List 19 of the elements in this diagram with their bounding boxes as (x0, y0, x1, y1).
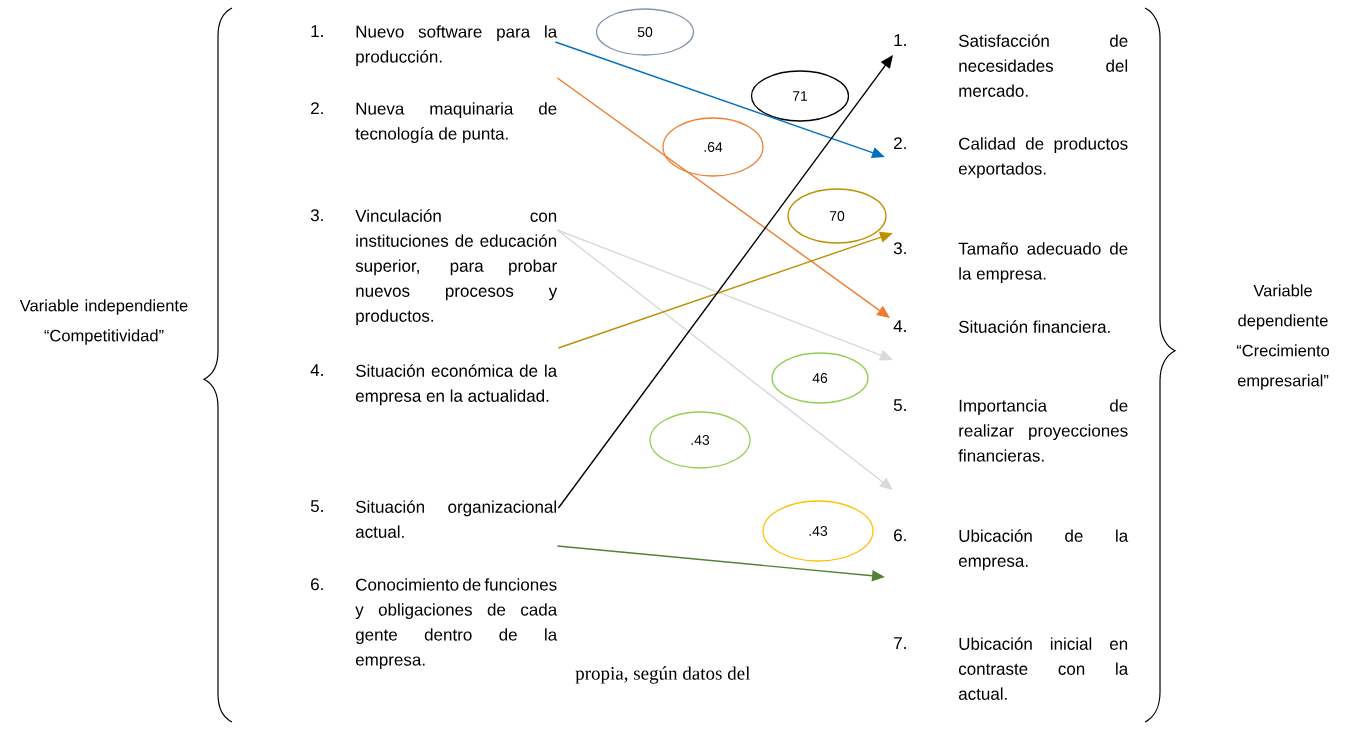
list-item: 3. Vinculación con instituciones de educación superior, para probar nuevos procesos y productos. (310, 209, 558, 326)
list-item: 1. Satisfacción de necesidades del mercado. (894, 34, 1128, 97)
list-item: 1. Nuevo software para la producción. (311, 25, 558, 67)
arrow (557, 55, 893, 509)
list-item: 4. Situación económica de la empresa en la actualidad. (310, 364, 558, 406)
list-item: 2. Calidad de productos exportados. (894, 137, 1128, 179)
variable-label: Variable dependiente “Crecimiento empresarial” (1236, 284, 1330, 390)
list-item: 7. Ubicación inicial en contraste con la actual. (894, 637, 1129, 700)
list-item: 5. Situación organizacional actual. (310, 500, 556, 538)
list-item: 6. Conocimiento de funciones y obligaciones de cada gente dentro de la empresa. (311, 578, 558, 670)
arrow (556, 229, 893, 490)
caption-text: propia, según datos del (575, 666, 750, 684)
list-item: 2. Nueva maquinaria de tecnología de punta. (311, 102, 557, 144)
list-item: 5. Importancia de realizar proyecciones financieras. (893, 399, 1128, 462)
arrow (556, 77, 890, 318)
list-item: 3. Tamaño adecuado de la empresa. (893, 242, 1128, 284)
list-item: 6. Ubicación de la empresa. (894, 529, 1129, 571)
variable-label: Variable independiente “Competitividad” (19, 299, 188, 345)
list-item: 4. Situación financiera. (893, 320, 1110, 333)
